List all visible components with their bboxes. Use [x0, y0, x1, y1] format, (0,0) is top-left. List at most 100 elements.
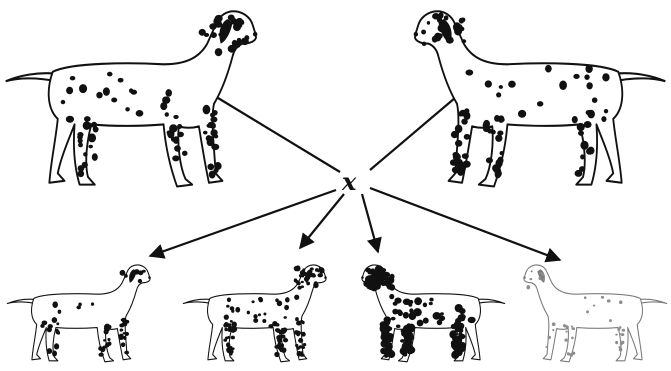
spot — [571, 325, 573, 327]
spot — [621, 333, 624, 336]
spot — [439, 315, 446, 321]
spot — [552, 322, 556, 326]
spot — [232, 347, 235, 350]
spot — [572, 352, 575, 355]
spot — [493, 165, 500, 172]
spot — [295, 280, 298, 284]
arrow-offspring-3 — [362, 194, 378, 252]
spot — [572, 116, 578, 123]
spot — [204, 33, 209, 37]
spot — [423, 303, 427, 308]
spot — [83, 152, 88, 157]
spot — [118, 78, 124, 83]
spot — [396, 309, 402, 314]
spot — [552, 329, 554, 331]
spot — [274, 352, 279, 357]
spot — [142, 270, 146, 273]
spot — [182, 151, 188, 156]
spot — [459, 18, 464, 24]
spot — [228, 14, 235, 21]
offspring-dog-2 — [183, 265, 327, 362]
spot — [432, 13, 440, 19]
spot — [306, 281, 310, 285]
spot — [231, 336, 235, 340]
spot — [584, 296, 587, 299]
spot — [446, 37, 454, 44]
spot — [210, 32, 217, 38]
spot — [213, 168, 218, 173]
spot — [107, 338, 110, 341]
parent-dog-right — [414, 11, 666, 186]
spot — [96, 92, 102, 99]
spot — [376, 278, 382, 285]
spot — [232, 328, 236, 331]
spot — [299, 345, 303, 348]
spot — [609, 319, 612, 322]
spot — [567, 352, 570, 355]
spot — [391, 317, 396, 321]
spot — [593, 304, 595, 306]
spot — [78, 170, 85, 177]
spot — [586, 148, 593, 155]
spot — [403, 345, 407, 350]
spot — [79, 84, 87, 93]
spot — [387, 326, 392, 330]
spot — [172, 155, 179, 161]
spot — [66, 87, 73, 95]
spot — [403, 299, 411, 306]
spot — [585, 64, 592, 73]
spot — [91, 302, 94, 305]
spot — [55, 329, 58, 332]
spot — [82, 162, 88, 168]
spot — [173, 136, 179, 144]
spot — [429, 302, 433, 305]
spot — [230, 306, 235, 310]
spot — [389, 274, 394, 280]
spot — [547, 336, 550, 339]
spot — [607, 299, 611, 302]
spot — [241, 38, 249, 46]
spot — [537, 101, 543, 106]
spot — [278, 334, 282, 338]
spot — [462, 161, 470, 168]
spot — [210, 129, 217, 136]
spot — [274, 345, 278, 349]
spot — [317, 273, 323, 277]
spot — [125, 107, 130, 111]
spot — [52, 301, 58, 308]
spot — [211, 123, 216, 129]
spot — [301, 281, 304, 283]
spot — [263, 313, 266, 316]
spot — [315, 268, 319, 272]
spot — [394, 297, 401, 303]
spot — [125, 332, 129, 336]
spot — [383, 272, 390, 278]
spot — [564, 338, 567, 341]
spot — [218, 32, 224, 37]
spot — [423, 317, 429, 323]
arrow-offspring-1 — [150, 190, 336, 256]
spot — [111, 97, 117, 102]
spot — [619, 348, 622, 352]
spot — [545, 65, 552, 73]
spot — [437, 33, 443, 39]
spot — [177, 132, 184, 138]
spot — [123, 336, 126, 340]
spot — [539, 277, 542, 281]
spot — [215, 48, 223, 56]
spot — [235, 307, 240, 313]
spot — [396, 325, 401, 329]
spot — [121, 318, 126, 323]
spot — [227, 297, 231, 302]
spot — [236, 18, 244, 26]
spot — [275, 323, 279, 326]
spot — [165, 112, 169, 117]
line-parent-left — [218, 98, 340, 172]
spot — [586, 310, 589, 313]
spot — [444, 15, 449, 20]
spot — [276, 329, 281, 333]
spot — [310, 273, 316, 277]
spot — [368, 274, 377, 284]
spot — [208, 164, 214, 169]
